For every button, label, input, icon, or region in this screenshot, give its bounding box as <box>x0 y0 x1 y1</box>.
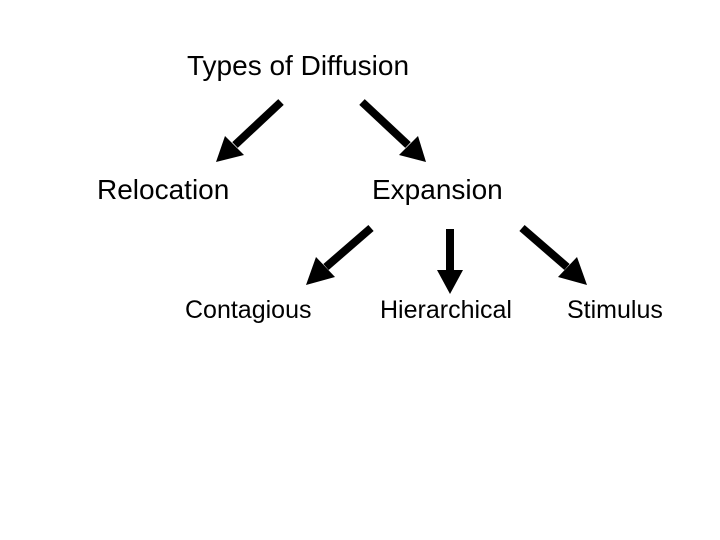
arrow-expansion-to-hierarchical <box>437 229 463 294</box>
diagram-title: Types of Diffusion <box>187 50 410 81</box>
arrow-types-to-expansion <box>359 99 426 162</box>
arrow-types-to-relocation <box>216 99 284 162</box>
node-contagious: Contagious <box>185 296 312 324</box>
node-expansion: Expansion <box>372 174 503 205</box>
arrow-expansion-to-stimulus <box>519 224 587 285</box>
node-stimulus: Stimulus <box>567 296 663 324</box>
arrow-expansion-to-contagious <box>306 224 374 285</box>
node-relocation: Relocation <box>97 174 230 205</box>
node-hierarchical: Hierarchical <box>380 296 512 324</box>
